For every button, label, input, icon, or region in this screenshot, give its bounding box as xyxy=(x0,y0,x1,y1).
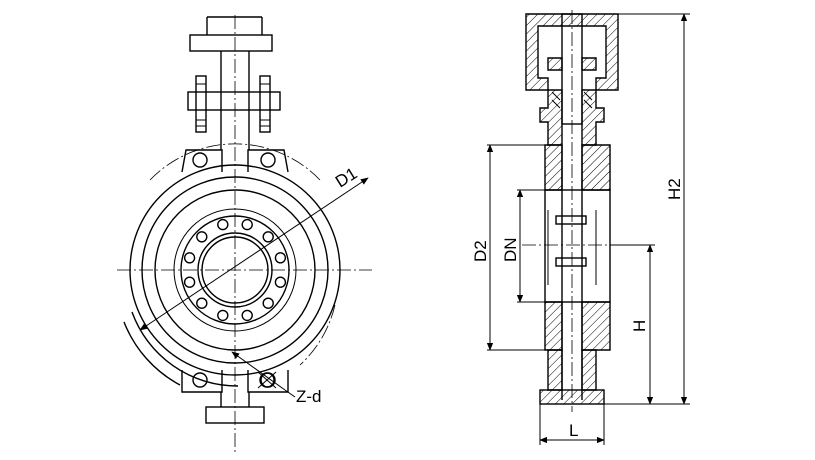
lug-hole xyxy=(192,372,208,388)
lug-hole xyxy=(260,152,276,168)
zd-label: Z-d xyxy=(296,387,322,406)
side-neck xyxy=(539,89,605,146)
bolt-hole xyxy=(241,218,253,231)
bolt-hole xyxy=(274,252,287,264)
top-lugs xyxy=(181,149,289,173)
zd-leader-line xyxy=(231,351,286,391)
bolt-hole xyxy=(262,231,274,243)
bolt-hole xyxy=(217,309,229,322)
lug-hole xyxy=(192,152,208,168)
side-view: D2 DN H H2 L xyxy=(471,10,690,445)
bolt-hole xyxy=(196,297,208,309)
bolt-hole xyxy=(183,276,196,288)
dn-label: DN xyxy=(501,237,520,262)
top-flange xyxy=(189,16,273,150)
front-view: D1 Z-d xyxy=(117,15,372,455)
dim-arc-lower xyxy=(131,311,239,387)
zd-leader-tail xyxy=(284,389,296,398)
bolt-hole xyxy=(183,252,196,264)
bottom-shaft xyxy=(205,392,265,424)
stem-bracket xyxy=(187,75,281,133)
d1-dimension-line xyxy=(139,177,369,331)
bolt-hole xyxy=(217,218,229,231)
side-base xyxy=(539,349,605,405)
h-label: H xyxy=(630,320,649,332)
dim-arc-outer xyxy=(123,321,181,386)
d1-label: D1 xyxy=(332,164,361,192)
bolt-hole xyxy=(241,309,253,322)
l-label: L xyxy=(569,421,578,440)
h2-label: H2 xyxy=(665,178,684,200)
pitch-arc-top xyxy=(149,143,321,181)
bolt-hole xyxy=(196,231,208,243)
bolt-hole xyxy=(262,297,274,309)
bolt-hole xyxy=(274,276,287,288)
d2-label: D2 xyxy=(471,240,490,262)
